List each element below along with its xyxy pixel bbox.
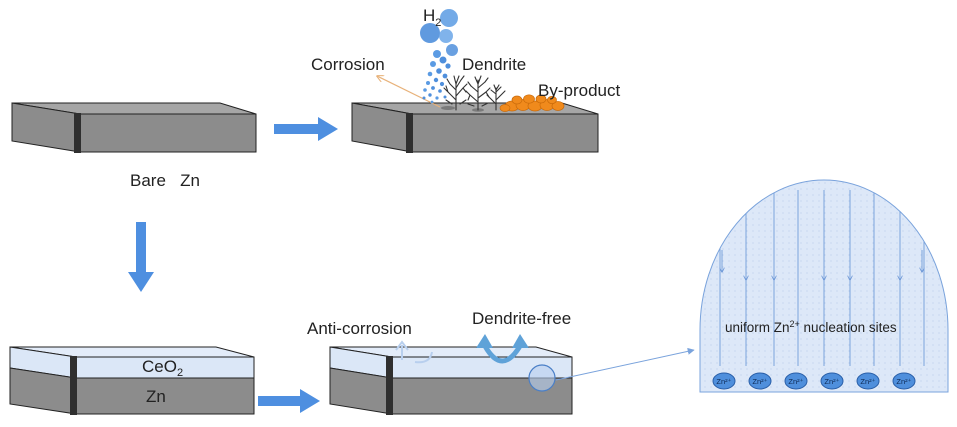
corrosion-label: Corrosion [311,55,385,74]
byproduct-label: By-product [538,81,620,100]
magnify-circle [528,364,556,392]
zn-ion-label: Zn²⁺ [716,377,731,386]
h2-label: H2 [423,6,441,29]
arrow-right-bottom [258,389,320,413]
zn-ion-label: Zn²⁺ [752,377,767,386]
dendrite-label: Dendrite [462,55,526,74]
zn-ion-icon: Zn²⁺ [892,372,916,390]
bare-zn-slab [11,102,257,153]
ceo2-label: CeO2 [142,357,183,379]
anti-corrosion-label: Anti-corrosion [307,319,412,338]
corroded-zn-slab [351,102,599,153]
zn-ion-icon: Zn²⁺ [784,372,808,390]
bare-zn-label: Bare Zn [130,171,200,190]
ceo2-coated-zn-slab [9,346,255,415]
zn-ion-row: Zn²⁺ Zn²⁺ Zn²⁺ Zn²⁺ Zn²⁺ Zn²⁺ [712,372,916,390]
byproduct-particles-icon [499,94,565,112]
zn-ion-icon: Zn²⁺ [820,372,844,390]
zn-ion-label: Zn²⁺ [896,377,911,386]
zn-label: Zn [146,387,166,406]
dendrite-tree-icon [443,75,506,111]
zn-ion-label: Zn²⁺ [788,377,803,386]
nucleation-sites-label: uniform Zn2+ nucleation sites [725,319,897,335]
dendrite-free-label: Dendrite-free [472,309,571,328]
zn-ion-icon: Zn²⁺ [856,372,880,390]
corrosion-arrow [377,76,441,108]
dendrite-free-arrows-icon [476,334,529,364]
arrow-right-top [274,117,338,141]
zn-ion-icon: Zn²⁺ [748,372,772,390]
zn-ion-label: Zn²⁺ [824,377,839,386]
h2-bubbles-icon [420,9,458,104]
anti-corrosion-arrows-icon [395,340,433,364]
arrow-down [128,222,154,292]
magnify-pointer [555,347,695,381]
nucleation-zoom-dome [699,179,949,393]
zn-ion-label: Zn²⁺ [860,377,875,386]
zn-ion-icon: Zn²⁺ [712,372,736,390]
